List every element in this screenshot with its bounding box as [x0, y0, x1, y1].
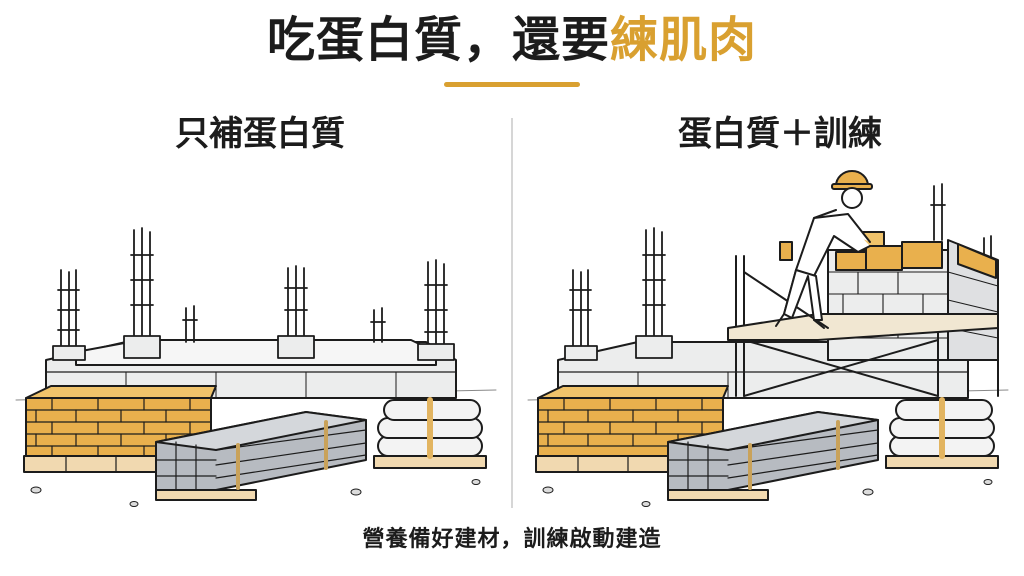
scaffolding	[727, 255, 999, 397]
construction-in-progress-illustration	[527, 170, 1009, 507]
title-accent: 練肌肉	[610, 12, 758, 68]
page-title: 吃蛋白質，還要練肌肉	[0, 10, 1024, 70]
right-panel-label: 蛋白質＋訓練	[678, 114, 882, 154]
cement-bags	[885, 397, 999, 469]
steel-beams	[155, 411, 367, 501]
foundation-only-illustration	[15, 227, 497, 507]
rebar-columns	[564, 183, 992, 361]
title-underline	[444, 82, 580, 87]
left-panel-label: 只補蛋白質	[175, 114, 345, 154]
cement-bags	[373, 397, 487, 469]
rebar-columns	[52, 227, 455, 361]
worker-figure	[775, 170, 873, 329]
panel-divider	[511, 118, 513, 508]
bottom-caption: 營養備好建材，訓練啟動建造	[362, 527, 662, 552]
block-wall	[827, 231, 999, 361]
steel-beams	[667, 411, 879, 501]
title-main: 吃蛋白質，還要	[266, 12, 610, 68]
